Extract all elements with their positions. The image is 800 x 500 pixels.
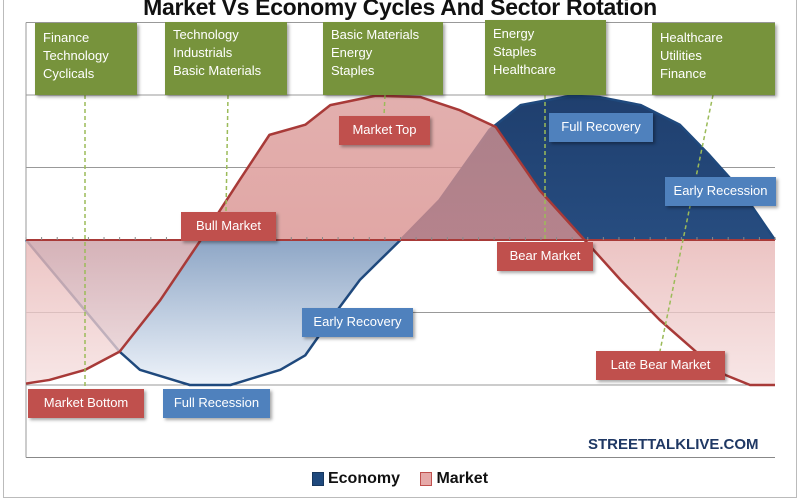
legend-label-market: Market bbox=[436, 470, 489, 487]
label-market-top: Market Top bbox=[339, 116, 430, 145]
sector-item: Energy bbox=[331, 45, 373, 60]
market-area-negative bbox=[26, 240, 775, 385]
sector-item: Healthcare bbox=[493, 62, 556, 77]
chart-frame bbox=[3, 0, 797, 498]
sector-item: Utilities bbox=[660, 48, 702, 63]
sector-item: Staples bbox=[331, 63, 375, 78]
label-early-recovery: Early Recovery bbox=[302, 308, 413, 337]
legend-label-economy: Economy bbox=[327, 470, 400, 487]
label-early-recession: Early Recession bbox=[665, 177, 776, 206]
sector-leader-line bbox=[225, 94, 229, 213]
sector-item: Technology bbox=[43, 48, 109, 63]
sector-item: Finance bbox=[43, 30, 90, 45]
sector-item: Finance bbox=[660, 66, 707, 81]
legend-swatch-market bbox=[420, 472, 433, 486]
sector-item: Energy bbox=[493, 26, 535, 41]
label-full-recovery: Full Recovery bbox=[549, 113, 653, 142]
label-bull-market: Bull Market bbox=[181, 212, 276, 241]
legend: Economy Market bbox=[0, 470, 800, 491]
chart-title: Market Vs Economy Cycles And Sector Rota… bbox=[143, 0, 657, 20]
sector-item: Healthcare bbox=[660, 30, 723, 45]
sector-item: Industrials bbox=[173, 45, 233, 60]
sector-item: Staples bbox=[493, 44, 537, 59]
legend-item-economy: Economy bbox=[311, 470, 400, 488]
sector-box-market-bottom: Finance Technology Cyclicals bbox=[35, 23, 137, 95]
label-market-bottom: Market Bottom bbox=[28, 389, 144, 418]
sector-item: Technology bbox=[173, 27, 239, 42]
sector-item: Cyclicals bbox=[43, 66, 95, 81]
legend-swatch-economy bbox=[311, 472, 324, 486]
watermark: STREETTALKLIVE.COM bbox=[588, 436, 759, 453]
sector-item: Basic Materials bbox=[173, 63, 262, 78]
legend-item-market: Market bbox=[420, 470, 488, 488]
sector-box-late-bear-market: Healthcare Utilities Finance bbox=[652, 23, 775, 95]
label-bear-market: Bear Market bbox=[497, 242, 593, 271]
market-line bbox=[25, 94, 775, 387]
label-late-bear-market: Late Bear Market bbox=[596, 351, 725, 380]
sector-leader-line bbox=[383, 94, 386, 117]
label-full-recession: Full Recession bbox=[163, 389, 270, 418]
sector-item: Basic Materials bbox=[331, 27, 420, 42]
sector-box-bull-market: Technology Industrials Basic Materials bbox=[165, 22, 287, 95]
sector-box-bear-market: Energy Staples Healthcare bbox=[485, 20, 606, 95]
sector-leader-line bbox=[659, 94, 714, 352]
market-area-positive bbox=[26, 95, 775, 240]
sector-box-market-top: Basic Materials Energy Staples bbox=[323, 22, 443, 95]
economy-area-negative bbox=[26, 240, 775, 385]
